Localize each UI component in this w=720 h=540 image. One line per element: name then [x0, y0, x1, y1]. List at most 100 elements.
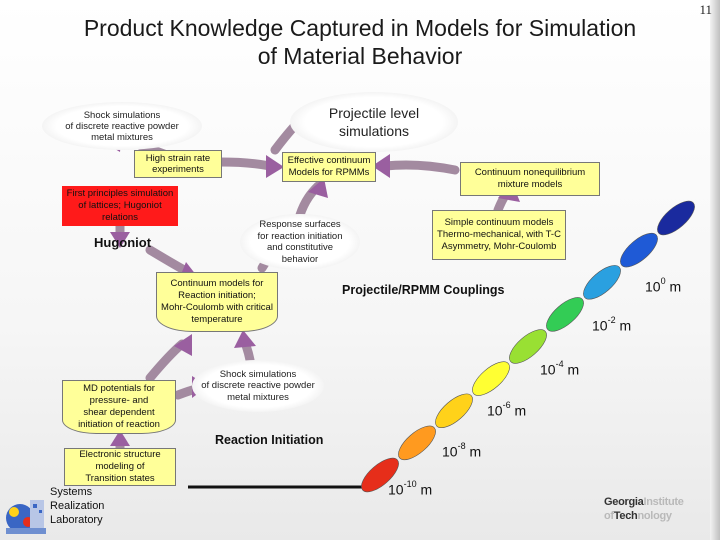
text-line: mixture models — [497, 179, 563, 190]
text-line: of lattices; Hugoniot — [78, 200, 162, 211]
text-line: Thermo-mechanical, with T-C — [437, 229, 561, 240]
srl-letter: L — [50, 514, 57, 526]
node-shock-simulations-mid: Shock simulations of discrete reactive p… — [192, 360, 324, 412]
srl-line: Realization — [50, 499, 104, 513]
text-line: Continuum nonequilibrium — [474, 167, 586, 178]
node-projectile-level: Projectile level simulations — [290, 92, 458, 152]
text-line: shear dependent — [83, 407, 155, 418]
text-line: Projectile level — [328, 105, 420, 121]
arrowhead-md — [110, 430, 130, 446]
scale-unit: m — [669, 278, 682, 295]
scale-exp: -6 — [502, 400, 511, 410]
scale-chain-ellipse — [546, 297, 584, 332]
arrowhead-effective — [266, 155, 284, 178]
scale-label-1e-8: 10-8 m — [442, 441, 482, 460]
text-line: Simple continuum models — [444, 217, 554, 228]
text-line: pressure- and — [89, 395, 149, 406]
label-reaction-initiation: Reaction Initiation — [215, 433, 324, 447]
text-line: experiments — [152, 164, 204, 175]
text-line: Asymmetry, Mohr-Coulomb — [441, 241, 557, 252]
text-line: metal mixtures — [227, 391, 289, 403]
scale-base: 10 — [592, 317, 608, 334]
arrowhead-effective-right — [372, 154, 390, 178]
srl-line: Systems — [50, 485, 104, 499]
arrowhead-hugoniot — [110, 232, 130, 248]
text-line: High strain rate — [145, 153, 211, 164]
text-line: Shock simulations — [83, 109, 161, 121]
srl-line: Laboratory — [50, 513, 104, 527]
srl-rest: ealization — [57, 500, 105, 512]
scale-unit: m — [567, 361, 580, 378]
title-line-2: of Material Behavior — [257, 43, 463, 69]
text-line: behavior — [281, 253, 319, 265]
scale-exp: -10 — [403, 479, 417, 489]
text-line: metal mixtures — [91, 131, 153, 143]
text-line: MD potentials for — [83, 383, 155, 394]
node-continuum-nonequilibrium: Continuum nonequilibrium mixture models — [460, 162, 600, 196]
scale-chain-ellipse — [583, 265, 621, 300]
srl-wordmark: Systems Realization Laboratory — [50, 485, 104, 527]
scale-exp: -2 — [607, 315, 616, 325]
node-simple-continuum: Simple continuum models Thermo-mechanica… — [432, 210, 566, 260]
text-line: Reaction initiation; — [178, 290, 256, 301]
arrowhead-continuum-left — [174, 334, 192, 356]
scale-label-1e-10: 10-10 m — [388, 479, 433, 498]
gt-word: Georgia — [604, 496, 644, 508]
arrowhead-effective-bottom — [308, 178, 328, 198]
text-line: and constitutive — [266, 242, 333, 253]
text-line: First principles simulation — [66, 188, 174, 199]
srl-rest: ystems — [57, 486, 93, 498]
scale-label-1e-4: 10-4 m — [540, 359, 580, 378]
text-line: Mohr-Coulomb with critical — [161, 302, 273, 313]
scale-unit: m — [469, 443, 482, 460]
slide-right-edge — [710, 0, 720, 540]
srl-letter: S — [50, 486, 58, 498]
node-md-potentials: MD potentials for pressure- and shear de… — [62, 380, 176, 434]
gt-word: Tech — [613, 510, 638, 522]
scale-exp: -8 — [457, 441, 466, 451]
scale-chain-ellipse — [620, 232, 658, 268]
page-number: 11 — [699, 2, 712, 17]
arrowhead-continuum-bottom — [234, 330, 256, 348]
text-line: simulations — [338, 123, 409, 139]
node-high-strain-rate: High strain rate experiments — [134, 150, 222, 178]
scale-base: 10 — [442, 443, 458, 460]
text-line: for reaction initiation — [257, 230, 343, 242]
slide-title: Product Knowledge Captured in Models for… — [40, 14, 680, 70]
node-response-surfaces: Response surfaces for reaction initiatio… — [240, 214, 360, 270]
scale-unit: m — [514, 402, 527, 419]
node-effective-continuum: Effective continuum Models for RPMMs — [282, 152, 376, 182]
scale-unit: m — [420, 481, 433, 498]
scale-unit: m — [619, 317, 632, 334]
text-line: relations — [102, 212, 138, 223]
scale-chain-ellipse — [361, 457, 399, 493]
node-shock-simulations-top: Shock simulations of discrete reactive p… — [42, 102, 202, 150]
title-line-1: Product Knowledge Captured in Models for… — [83, 15, 637, 41]
text-line: Effective continuum — [287, 155, 371, 166]
scale-chain-ellipse — [472, 361, 510, 396]
scale-chain-ellipse — [657, 200, 695, 236]
label-hugoniot: Hugoniot — [94, 235, 152, 250]
text-line: of discrete reactive powder — [65, 120, 179, 132]
georgia-tech-logo: GeorgiaInstitute ofTechnology — [600, 492, 710, 526]
scale-chain-ellipse — [435, 393, 473, 428]
text-line: Response surfaces — [259, 219, 341, 230]
text-line: temperature — [191, 314, 243, 325]
text-line: modeling of — [95, 461, 145, 472]
scale-base: 10 — [645, 278, 661, 295]
scale-base: 10 — [540, 361, 556, 378]
scale-chain-ellipse — [509, 329, 547, 364]
text-line: of discrete reactive powder — [201, 380, 315, 392]
scale-label-1e-6: 10-6 m — [487, 400, 527, 419]
text-line: Transition states — [85, 473, 155, 484]
text-line: Shock simulations — [219, 368, 297, 380]
node-electronic-structure: Electronic structure modeling of Transit… — [64, 448, 176, 486]
text-line: Continuum models for — [170, 278, 264, 289]
scale-base: 10 — [388, 481, 404, 498]
scale-base: 10 — [487, 402, 503, 419]
scale-label-1e-2: 10-2 m — [592, 315, 632, 334]
arrow-nonequilibrium-to-effective — [380, 160, 460, 175]
